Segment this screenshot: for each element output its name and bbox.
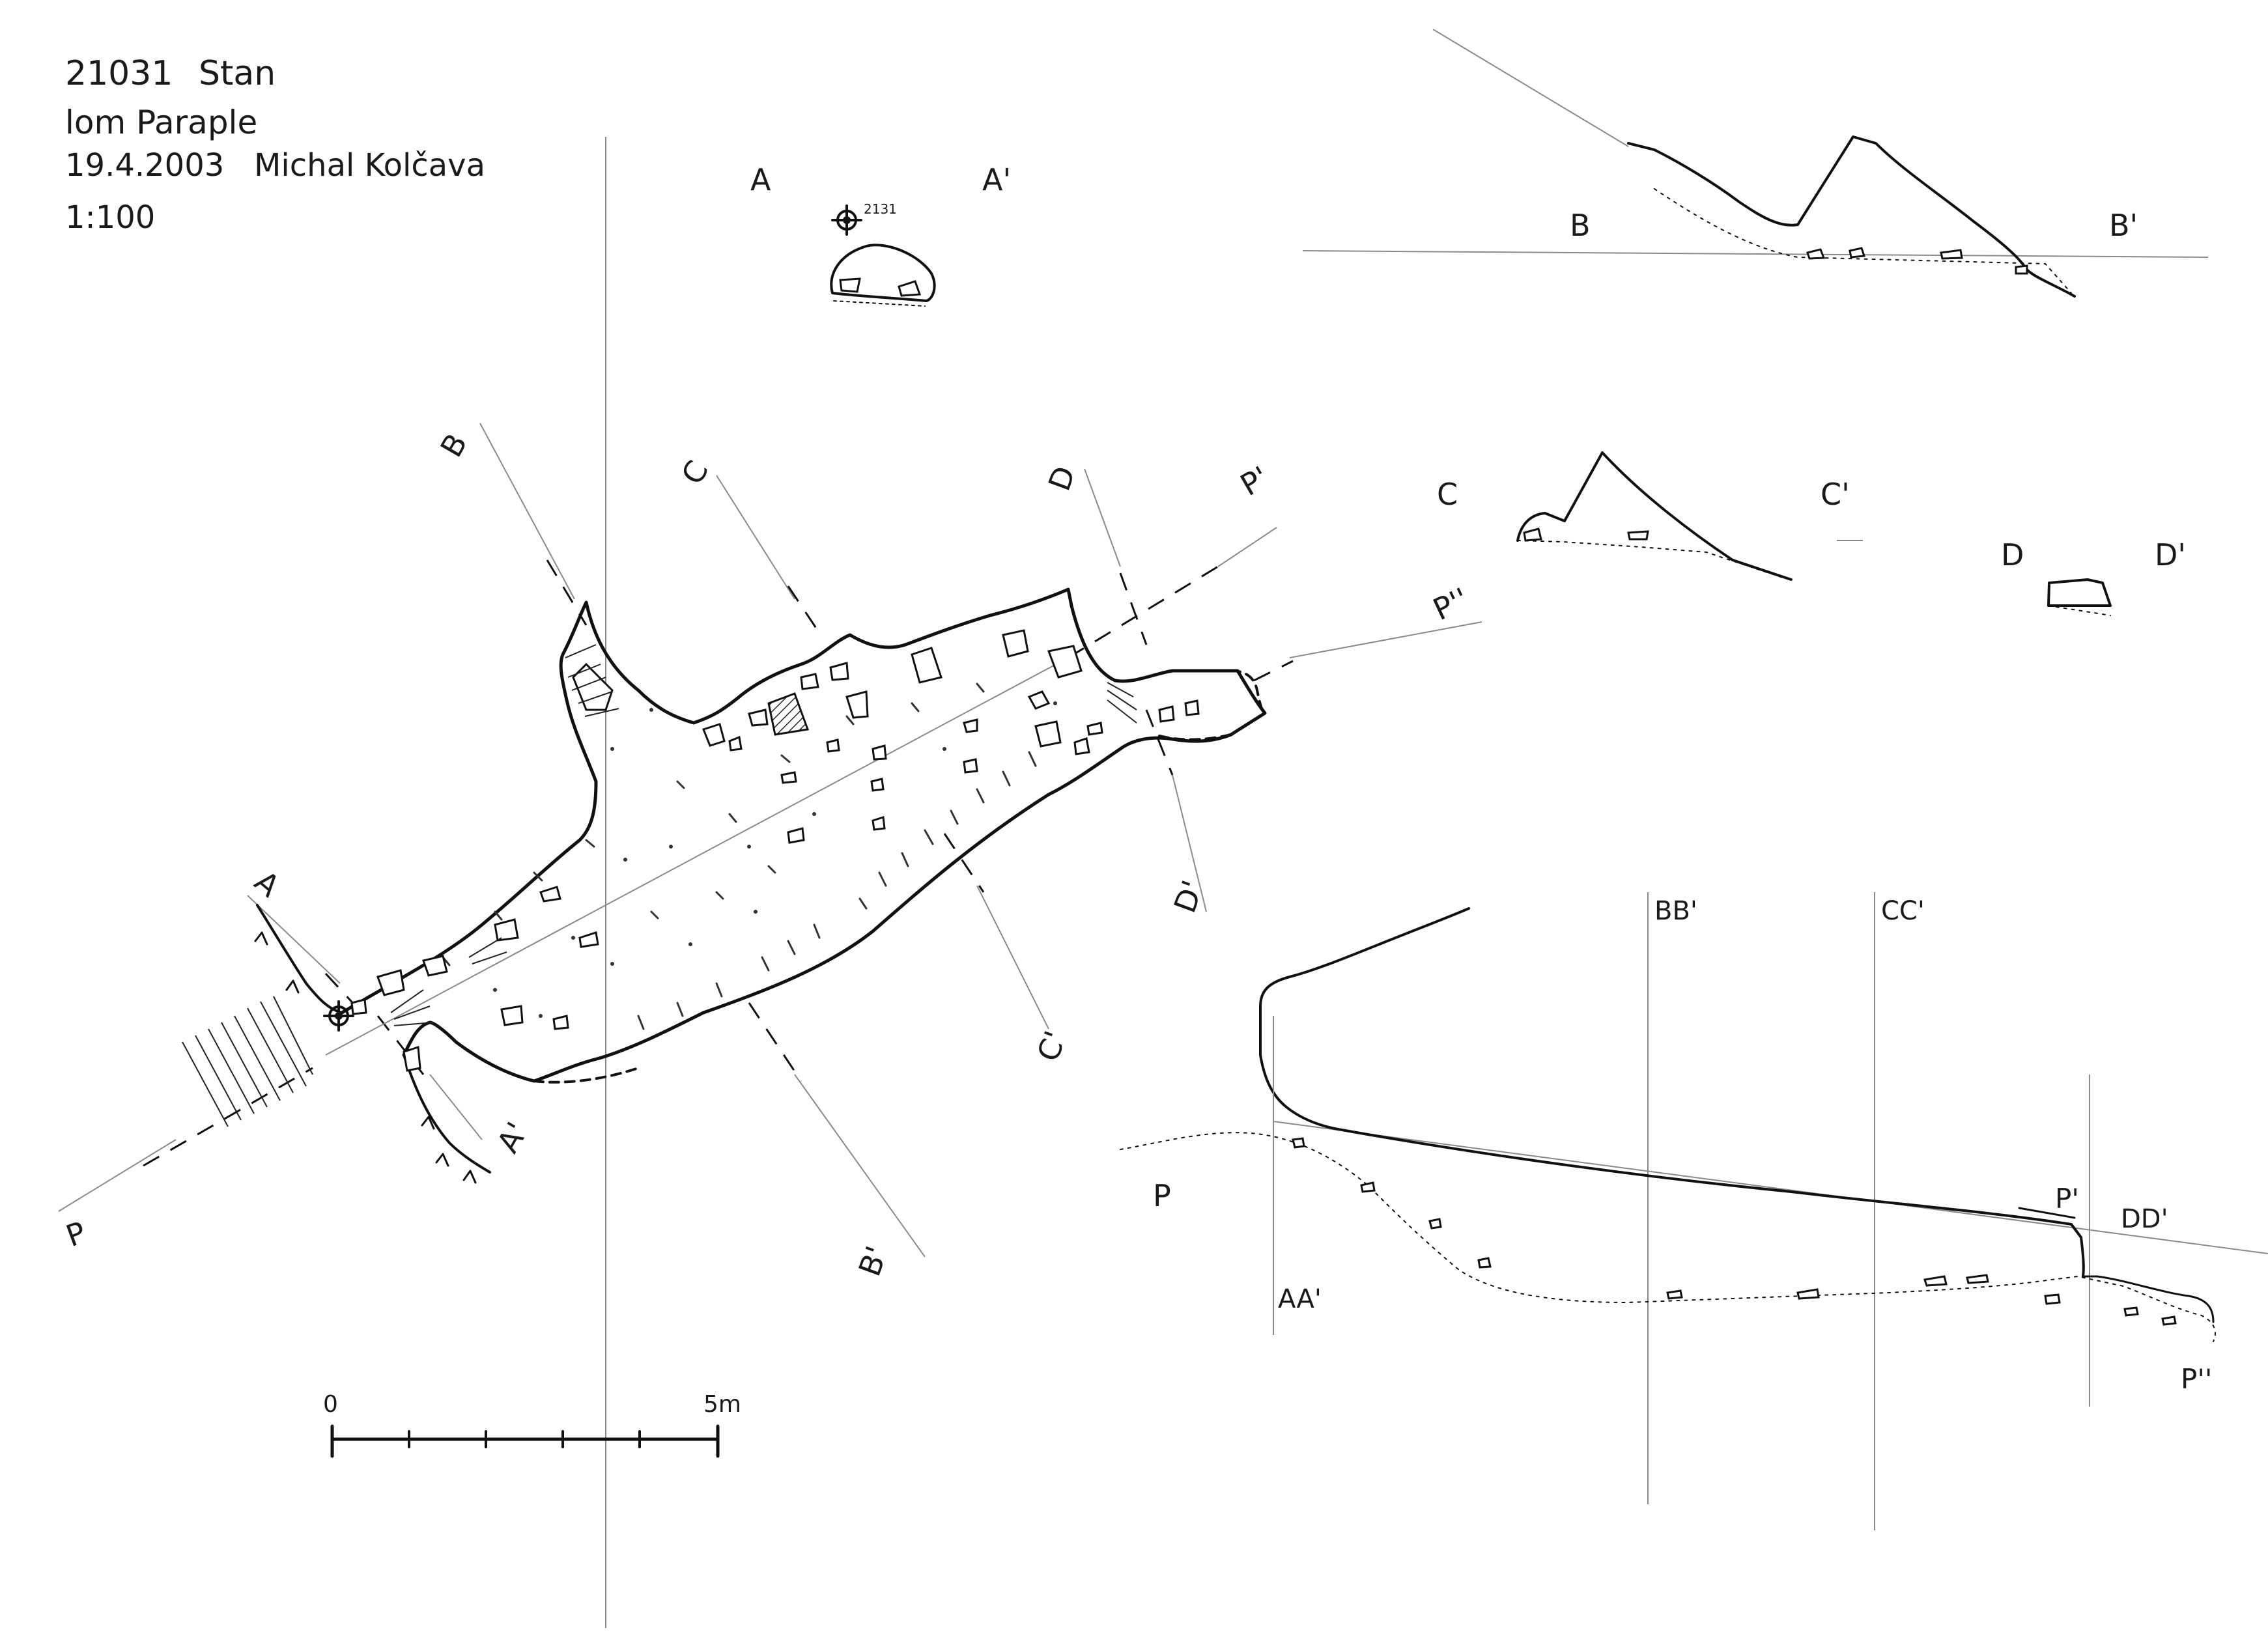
- plan-label-c-prime: C': [1030, 1026, 1073, 1066]
- plan-label-p-prime: P': [1234, 459, 1275, 503]
- locality: lom Paraple: [65, 104, 257, 141]
- scale-bar-end: 5m: [703, 1391, 741, 1418]
- cave-name: Stan: [199, 54, 276, 93]
- scale-bar: 0 5m: [323, 1391, 741, 1458]
- plan-label-p: P: [61, 1215, 91, 1254]
- section-a-right-label: A': [982, 162, 1011, 197]
- section-c-left-label: C: [1437, 477, 1458, 512]
- section-b-left-label: B: [1570, 208, 1591, 243]
- plan-label-c: C: [674, 455, 715, 490]
- longitudinal-profile: AA' BB' CC' DD' P P' P'': [1120, 896, 2216, 1395]
- shaded-boulder: [767, 692, 810, 736]
- entrance-survey-point: [323, 1000, 354, 1032]
- survey-point-number: 2131: [864, 201, 897, 217]
- wall-rays: [390, 682, 1137, 1026]
- plan-view: B C D P' P'' A A' C' D' B' P: [58, 423, 1482, 1281]
- boulders: [350, 629, 1200, 1072]
- plan-label-b: B: [433, 428, 474, 463]
- section-d-right-label: D': [2155, 537, 2186, 572]
- scale-bar-start: 0: [323, 1391, 338, 1418]
- profile-label-p-prime: P': [2055, 1183, 2079, 1215]
- survey-point-marker: [831, 204, 862, 236]
- plan-label-p-dprime: P'': [1428, 581, 1474, 627]
- section-d-left-label: D: [2001, 537, 2024, 572]
- section-lines: [58, 423, 1482, 1258]
- profile-label-aa: AA': [1278, 1284, 1322, 1314]
- plan-label-d: D: [1042, 462, 1083, 496]
- cave-outline: [340, 587, 1267, 1083]
- plan-label-d-prime: D': [1167, 876, 1211, 918]
- chute-hatching: [565, 644, 619, 717]
- plan-label-a: A: [248, 864, 287, 904]
- section-b-right-label: B': [2109, 208, 2138, 243]
- entrance-hatching: [182, 996, 313, 1127]
- profile-label-cc: CC': [1881, 896, 1925, 926]
- plan-label-b-prime: B': [852, 1242, 895, 1281]
- section-a-left-label: A: [750, 162, 771, 197]
- cross-section-d: D D': [2001, 537, 2186, 616]
- cross-section-b: B B': [1432, 29, 2138, 298]
- surveyor: Michal Kolčava: [254, 147, 485, 184]
- cave-id: 21031: [65, 54, 173, 93]
- profile-label-p-dprime: P'': [2181, 1363, 2212, 1395]
- construction-grid: [605, 137, 2268, 1628]
- survey-date: 19.4.2003: [65, 147, 224, 184]
- profile-label-bb: BB': [1654, 896, 1697, 926]
- plan-label-a-prime: A': [490, 1116, 535, 1159]
- cross-section-a: A A' 2131: [750, 162, 1011, 307]
- cross-section-c: C C': [1437, 451, 1863, 581]
- section-c-right-label: C': [1821, 477, 1850, 512]
- map-scale: 1:100: [65, 199, 155, 236]
- floor-debris: [442, 682, 1057, 1030]
- profile-label-dd: DD': [2121, 1204, 2168, 1234]
- profile-label-p: P: [1153, 1178, 1171, 1213]
- title-block: 21031 Stan lom Paraple 19.4.2003 Michal …: [65, 54, 485, 236]
